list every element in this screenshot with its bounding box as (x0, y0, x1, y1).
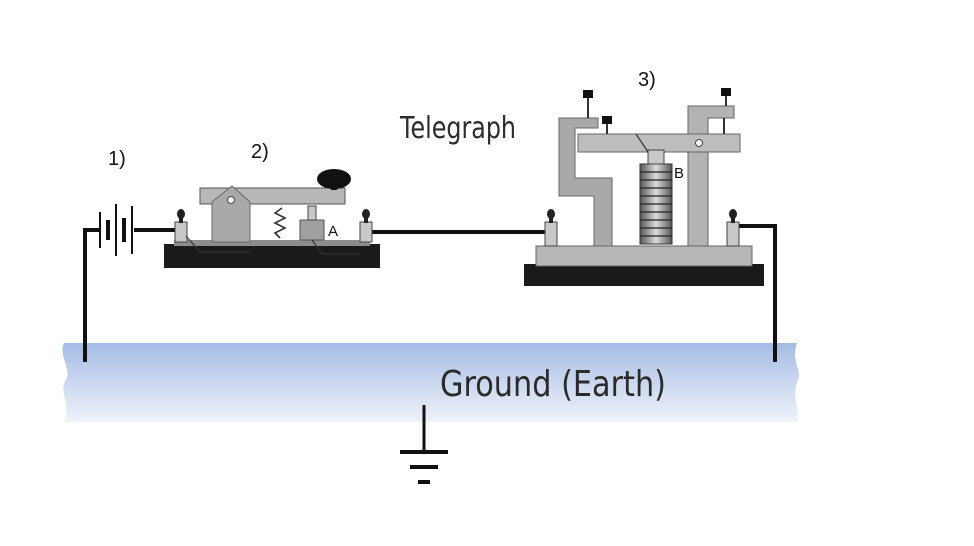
electromagnet-label: B (674, 165, 684, 182)
battery-symbol (99, 204, 133, 256)
key-contact-label: A (328, 223, 338, 240)
key-pivot (211, 185, 251, 243)
key-spring (273, 207, 287, 239)
key-number-label: 2) (251, 141, 269, 163)
ground-label: Ground (Earth) (440, 364, 666, 405)
sounder-base-top (535, 245, 753, 267)
key-base (164, 244, 380, 268)
wire-ground-right (736, 224, 777, 362)
diagram-title: Telegraph (399, 111, 516, 146)
ground-band (62, 343, 800, 422)
sounder-base-bottom (524, 264, 764, 286)
sounder-left-frame (558, 117, 613, 247)
sounder-number-label: 3) (638, 69, 656, 91)
earth-ground-symbol (400, 405, 448, 484)
sounder-armature (577, 133, 741, 153)
wire-ground-left (83, 228, 100, 362)
telegraph-key (164, 169, 380, 268)
battery-number-label: 1) (108, 148, 126, 170)
circuit-wires (83, 224, 777, 362)
key-contact (299, 219, 325, 241)
key-knob (317, 169, 351, 189)
telegraph-sounder (524, 88, 764, 286)
